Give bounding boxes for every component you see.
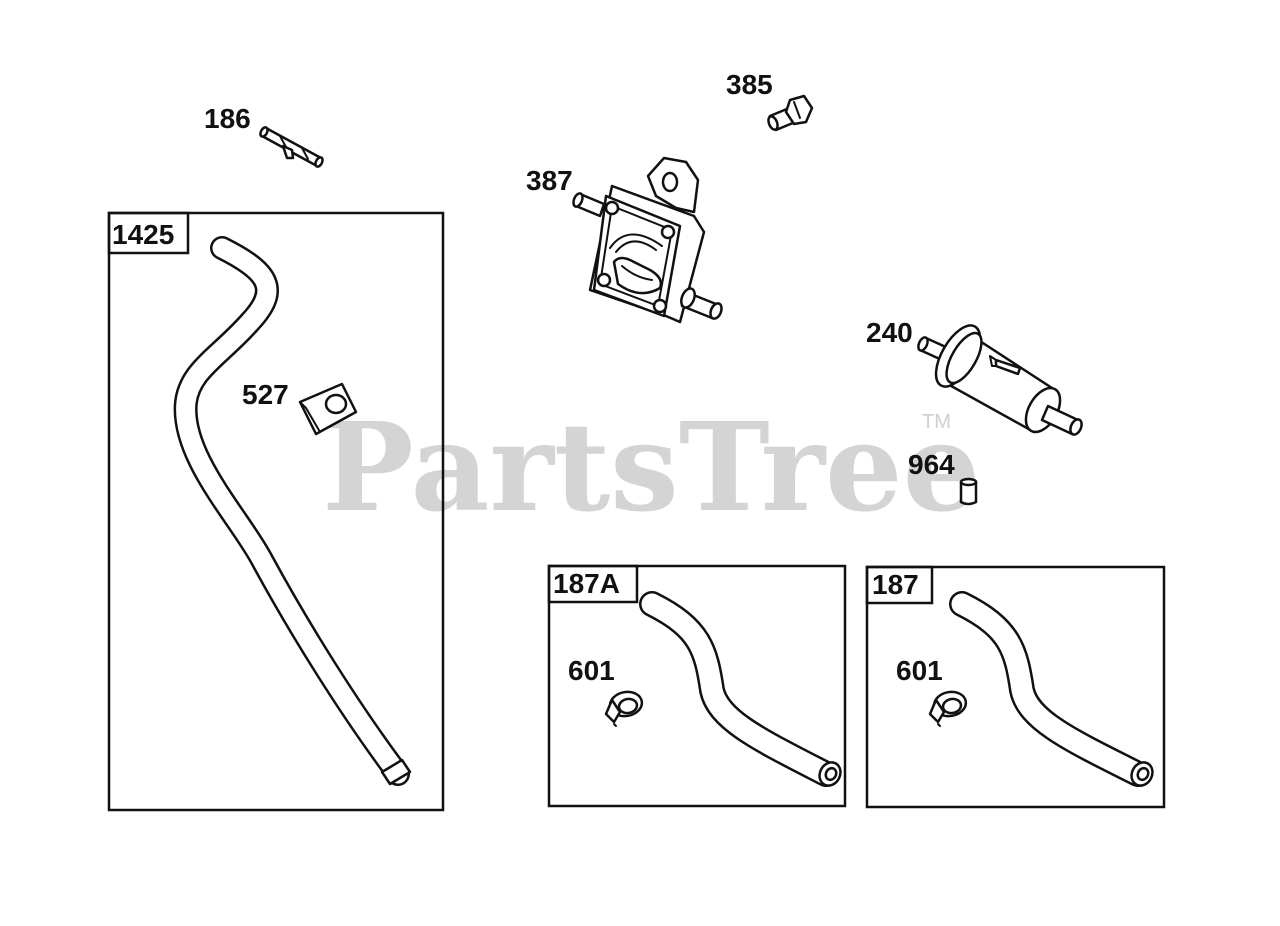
kit-label-187: 187: [872, 569, 919, 600]
watermark-trademark: TM: [922, 411, 951, 433]
part-387[interactable]: 387: [526, 156, 724, 324]
part-label-240: 240: [866, 317, 913, 348]
hose-clamp-icon: [604, 690, 644, 727]
part-label-385: 385: [726, 69, 773, 100]
fuel-filter-icon: [917, 324, 1083, 436]
kit-1425-label-box: [107, 211, 190, 255]
part-label-601-b: 601: [896, 655, 943, 686]
kit-187-frame: [865, 565, 1166, 809]
part-label-527: 527: [242, 379, 289, 410]
fuel-pump-icon: [572, 156, 723, 324]
part-label-186: 186: [204, 103, 251, 134]
kit-label-1425: 1425: [112, 219, 174, 250]
part-385[interactable]: 385: [726, 69, 814, 132]
tee-fitting-icon: [259, 126, 324, 168]
part-601-a[interactable]: 601: [568, 655, 644, 727]
kit-187a-frame: [547, 564, 847, 808]
part-label-387: 387: [526, 165, 573, 196]
watermark: PartsTree TM: [322, 395, 980, 539]
kit-187a-label-box: [547, 564, 639, 604]
watermark-brand: PartsTree: [322, 395, 980, 539]
part-527[interactable]: 527: [242, 379, 358, 436]
kit-187a[interactable]: 187A 601: [547, 564, 847, 808]
hose-clamp-icon: [928, 690, 968, 727]
hose-segment-icon: [949, 591, 1154, 787]
part-186[interactable]: 186: [204, 103, 324, 168]
fuel-hose-icon: [173, 236, 412, 786]
part-601-b[interactable]: 601: [896, 655, 968, 727]
kit-1425-frame: [107, 211, 445, 812]
sleeve-icon: [959, 477, 978, 506]
part-240[interactable]: 240: [866, 317, 1084, 438]
kit-label-187a: 187A: [553, 568, 620, 599]
kit-187-label-box: [865, 565, 934, 605]
kit-1425[interactable]: 1425 527: [107, 211, 445, 812]
part-label-964: 964: [908, 449, 955, 480]
part-label-601-a: 601: [568, 655, 615, 686]
clip-icon: [298, 382, 358, 436]
kit-187[interactable]: 187 601: [865, 565, 1166, 809]
screw-icon: [767, 94, 814, 132]
part-964[interactable]: 964: [908, 449, 978, 506]
hose-segment-icon: [639, 591, 842, 787]
